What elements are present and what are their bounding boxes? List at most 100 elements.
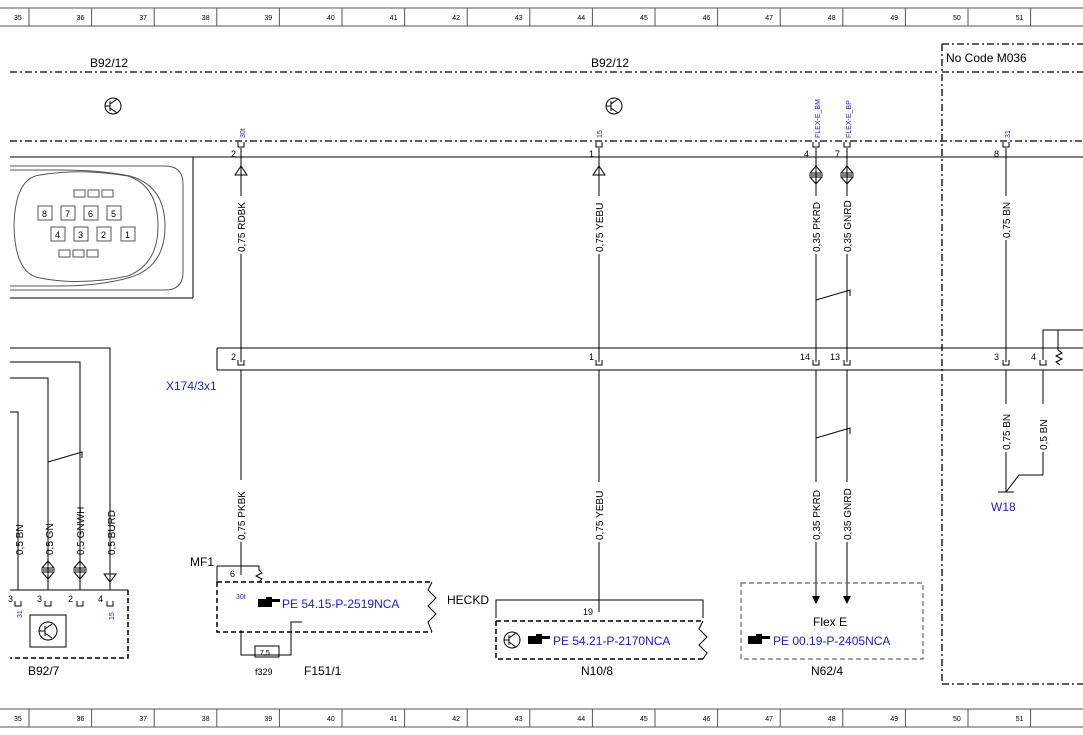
bus-pin: 1: [589, 352, 594, 362]
pin-terminal: [1002, 360, 1010, 366]
ruler-column-label: 45: [640, 15, 648, 22]
fuse-value: 7,5: [260, 650, 270, 657]
ruler-column-label: 47: [765, 15, 773, 22]
ruler-column-label: 36: [77, 716, 85, 723]
f151-ref-link[interactable]: PE 54.15-P-2519NCA: [282, 597, 399, 611]
wire-label: 0,5 BN: [1039, 419, 1050, 450]
lower-wires: 0,75 PKBK 0,75 YEBU 0,35 PKRD 0,35 GNRD …: [237, 370, 1050, 612]
bus-pin: 14: [800, 352, 810, 362]
pin-number: 2: [231, 149, 236, 159]
n10-block: HECKD 19 PE 54.21-P-2170NCA N10/8: [447, 593, 708, 678]
pin-number: 1: [589, 149, 594, 159]
ruler-column-label: 41: [390, 15, 398, 22]
arrow-icon: [812, 596, 820, 604]
pin-terminal: [812, 142, 820, 148]
connector-face-pin: [60, 205, 76, 221]
wire-label: 0,5 GN: [45, 523, 56, 555]
wire-label: 0,5 GNWH: [76, 507, 87, 555]
pin-terminal: [843, 360, 851, 366]
bus-pin: 4: [1031, 352, 1036, 362]
connector-face-pin: [96, 226, 112, 242]
ruler-column-label: 42: [452, 716, 460, 723]
pin-signal: 30t: [240, 128, 247, 138]
ruler-column-label: 35: [14, 716, 22, 723]
ruler-column-label: 47: [765, 716, 773, 723]
ruler-column-label: 43: [515, 716, 523, 723]
pin-signal: FLEX-E_BM: [815, 99, 822, 138]
n62-ref-link[interactable]: PE 00.19-P-2405NCA: [773, 634, 890, 648]
connector-face-pin-label: 4: [55, 230, 60, 240]
connector-face-pin: [106, 205, 122, 221]
top-pin-group: 2 30t 1 15 4 FLEX-E_BM 7 FLEX-E_BP 8 31: [231, 99, 1012, 159]
ruler-column-label: 51: [1016, 15, 1024, 22]
ruler-column-label: 37: [139, 15, 147, 22]
wire-label: 0,35 PKRD: [812, 202, 823, 252]
connector-face-pin-label: 8: [42, 209, 47, 219]
wire-label: 0,35 GNRD: [843, 488, 854, 540]
left-pin: 2: [68, 594, 73, 604]
bus-label: X174/3x1: [166, 379, 217, 393]
ruler-column-label: 49: [890, 15, 898, 22]
pin-terminal: [14, 601, 22, 607]
ruler-column-label: 39: [264, 15, 272, 22]
n62-title: Flex E: [813, 615, 847, 629]
heckd-label: HECKD: [447, 593, 489, 607]
connector-face-pin: [50, 226, 66, 242]
wire-label: 0,75 PKBK: [237, 491, 248, 540]
pin-terminal: [237, 142, 245, 148]
connector-face-pin-label: 7: [65, 209, 70, 219]
arrow-icon: [234, 165, 855, 185]
pin-number: 7: [835, 149, 840, 159]
connector-face-pin-label: 1: [125, 230, 130, 240]
ruler-column-label: 41: [390, 716, 398, 723]
ruler-column-label: 50: [953, 716, 961, 723]
pin-terminal: [843, 142, 851, 148]
pin-signal: FLEX-E_BP: [846, 100, 853, 138]
upper-wires: 0,75 RDBK 0,75 YEBU 0,35 PKRD 0,35 GNRD …: [237, 148, 1013, 440]
pin-terminal: [44, 601, 52, 607]
pin-number: 6: [230, 569, 235, 579]
f151-label: F151/1: [304, 664, 342, 678]
wire-label: 0,75 BN: [1002, 414, 1013, 450]
wire-label: 0,75 YEBU: [595, 203, 606, 252]
b92-7-label: B92/7: [28, 664, 60, 678]
ruler-column-label: 39: [264, 716, 272, 723]
ruler-column-label: 45: [640, 716, 648, 723]
hand-pointer-icon: [748, 634, 770, 644]
ruler-column-label: 35: [14, 15, 22, 22]
wire-label: 0,75 BN: [1002, 202, 1013, 238]
no-code-label: No Code M036: [946, 51, 1027, 65]
pin-signal: 31: [1005, 130, 1012, 138]
connector-face-pin-label: 2: [101, 230, 106, 240]
n10-ref-link[interactable]: PE 54.21-P-2170NCA: [553, 634, 670, 648]
connector-face-pin-label: 6: [88, 209, 93, 219]
connector-face-icon: 8 7 6 5 4 3 2 1: [10, 165, 184, 291]
ruler-column-label: 44: [577, 716, 585, 723]
pin-terminal: [106, 601, 114, 607]
transistor-icon: [38, 621, 58, 641]
pin-terminal: [812, 360, 820, 366]
left-pin: 3: [37, 594, 42, 604]
connector-face-pin-label: 3: [78, 230, 83, 240]
wire-label: 0,35 GNRD: [843, 200, 854, 252]
connector-face-pin-label: 5: [111, 209, 116, 219]
ruler-column-label: 37: [139, 716, 147, 723]
ruler-column-label: 49: [890, 716, 898, 723]
pin-number: 19: [583, 607, 593, 617]
ruler-column-label: 40: [327, 15, 335, 22]
wire-label: 0,5 BN: [15, 524, 26, 555]
wire-label: 0,35 PKRD: [812, 490, 823, 540]
ruler-column-label: 38: [202, 15, 210, 22]
bus-pin: 13: [830, 352, 840, 362]
hand-pointer-icon: [258, 597, 280, 607]
pin-terminal: [1002, 142, 1010, 148]
component-label-left: B92/12: [90, 56, 128, 70]
ruler-column-label: 43: [515, 15, 523, 22]
transistor-icon: [605, 97, 623, 115]
w18-label: W18: [991, 500, 1016, 514]
left-pin: 4: [98, 594, 103, 604]
connector-face-pin: [120, 226, 136, 242]
ruler-column-label: 44: [577, 15, 585, 22]
